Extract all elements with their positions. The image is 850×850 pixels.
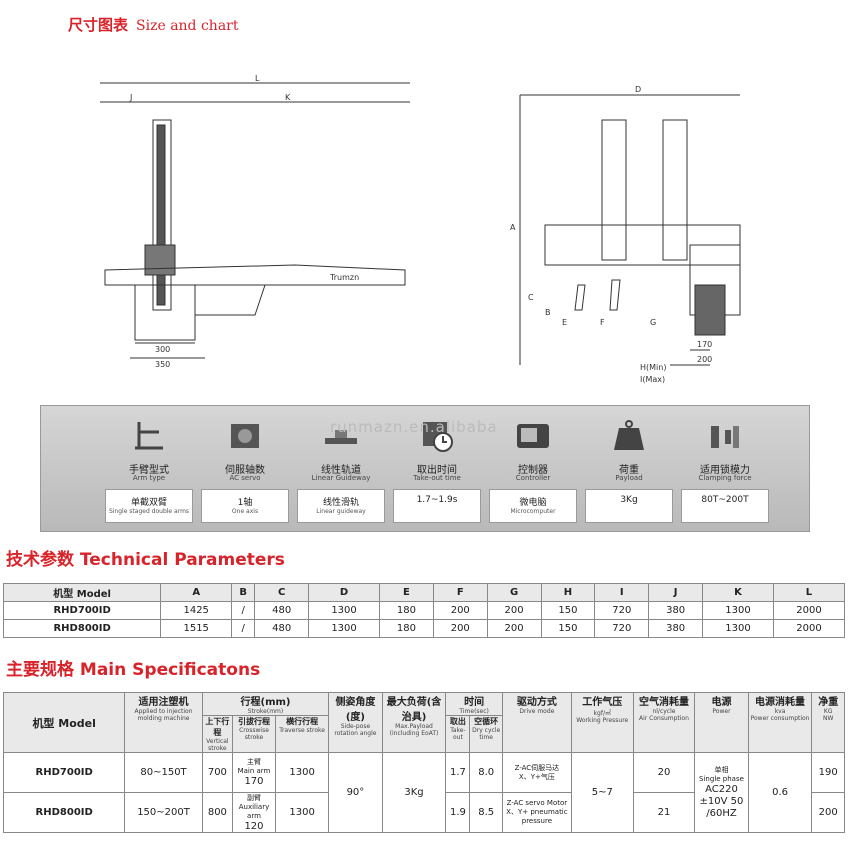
arm-type-icon bbox=[135, 422, 163, 450]
label-D: D bbox=[635, 85, 641, 94]
watermark: runmazn.en.alibaba bbox=[330, 418, 498, 436]
label-J: J bbox=[129, 93, 132, 102]
main-specs-title: 主要规格 Main Specificatons bbox=[6, 660, 261, 680]
traverse-beam bbox=[104, 264, 406, 286]
label-300: 300 bbox=[155, 345, 170, 354]
label-200: 200 bbox=[697, 355, 712, 364]
side-view-drawing: L J K 300 350 Trumzn bbox=[100, 75, 410, 369]
label-K: K bbox=[285, 93, 291, 102]
label-G: G bbox=[650, 318, 656, 327]
vertical-arm bbox=[152, 119, 172, 311]
servo-motor bbox=[144, 244, 176, 276]
label-A: A bbox=[510, 223, 516, 232]
label-C: C bbox=[528, 293, 534, 302]
feature-payload: 荷重 Payload 3Kg bbox=[581, 406, 677, 531]
label-170: 170 bbox=[697, 340, 712, 349]
label-B: B bbox=[545, 308, 551, 317]
label-H: H(Min) bbox=[640, 363, 666, 372]
brand-logo: Trumzn bbox=[329, 273, 359, 282]
base-support bbox=[194, 284, 266, 316]
right-arm bbox=[662, 119, 688, 261]
feature-clamping: 适用锁模力 Clamping force 80T~200T bbox=[677, 406, 773, 531]
size-chart-title: 尺寸图表 Size and chart bbox=[68, 14, 239, 35]
label-E: E bbox=[562, 318, 567, 327]
left-arm bbox=[601, 119, 627, 261]
feature-takeout: 取出时间 Take-out time 1.7~1.9s bbox=[389, 406, 485, 531]
size-title-zh: 尺寸图表 bbox=[68, 16, 129, 34]
weight-icon bbox=[614, 420, 644, 450]
label-F: F bbox=[600, 318, 605, 327]
size-title-en: Size and chart bbox=[136, 18, 239, 34]
front-view-drawing: D A C B E F G H(Min) I(Max) 170 200 bbox=[510, 85, 741, 384]
arm-rail bbox=[156, 124, 166, 306]
clock-icon bbox=[423, 422, 453, 452]
suction-left bbox=[574, 284, 586, 311]
gripper bbox=[694, 284, 726, 336]
label-I: I(Max) bbox=[640, 375, 665, 384]
clamp-icon bbox=[711, 426, 739, 448]
servo-icon bbox=[231, 424, 259, 448]
label-350: 350 bbox=[155, 360, 170, 369]
tech-params-title: 技术参数 Technical Parameters bbox=[6, 550, 285, 570]
suction-right bbox=[609, 279, 621, 311]
rail-icon bbox=[325, 430, 357, 444]
label-L: L bbox=[255, 75, 260, 83]
controller-icon bbox=[517, 424, 549, 448]
